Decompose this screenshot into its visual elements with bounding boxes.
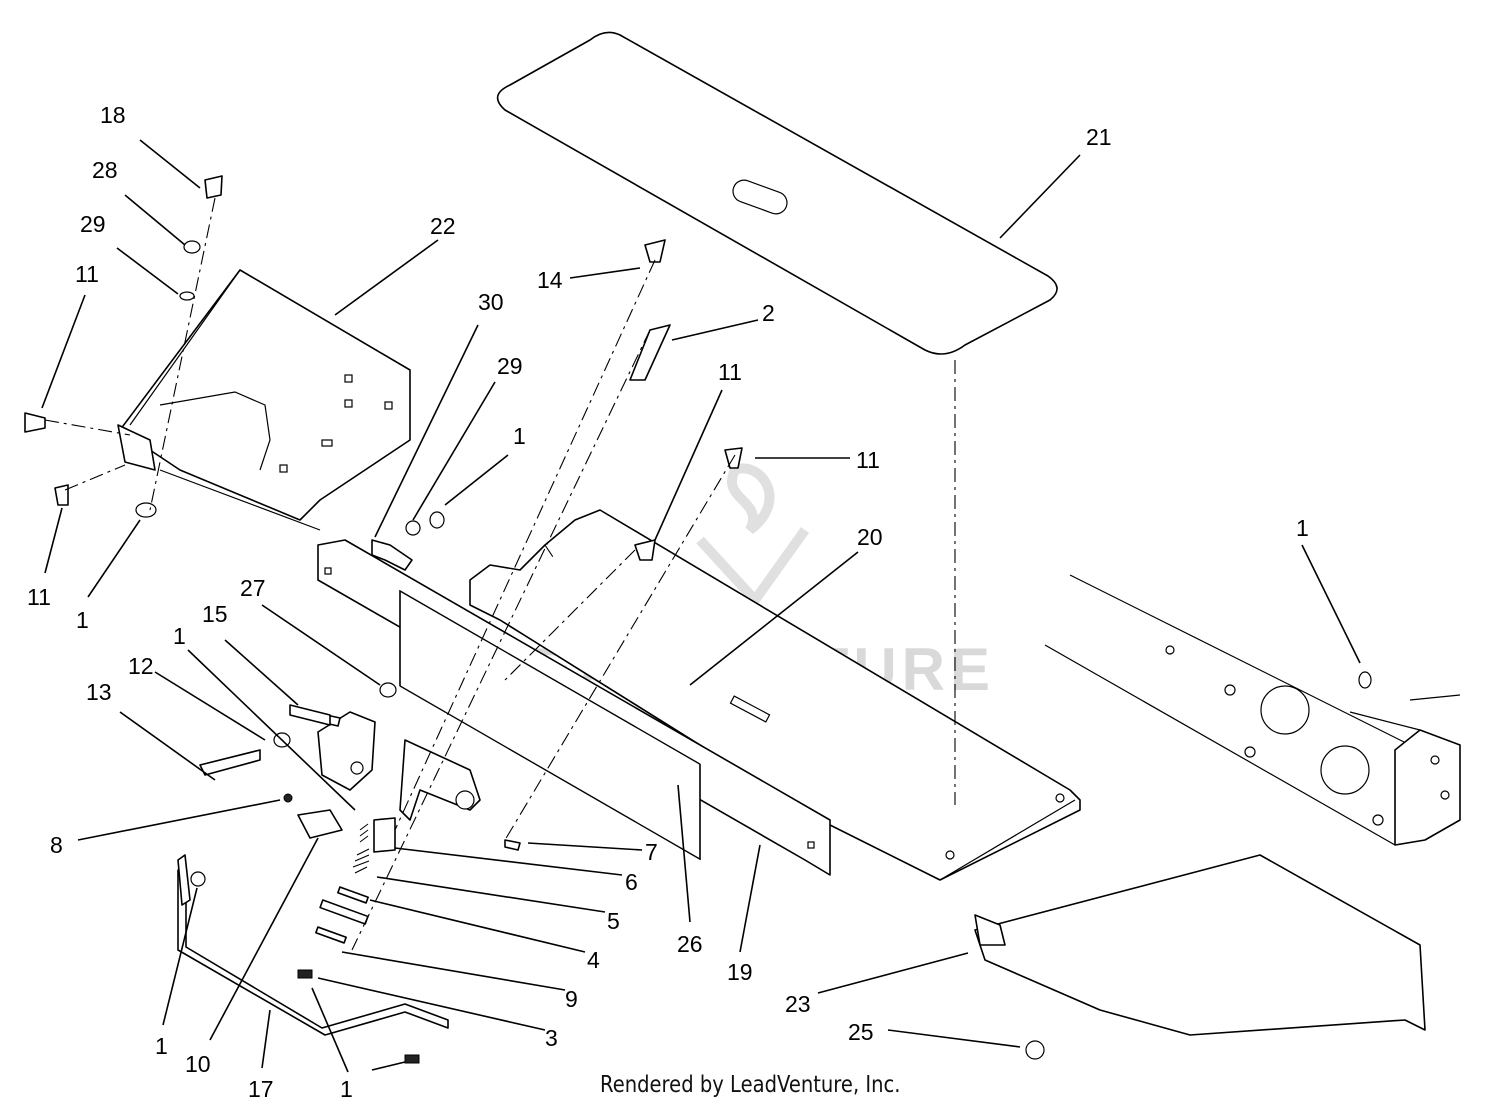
part-17-rod xyxy=(177,869,449,1036)
callout-29: 29 xyxy=(497,353,523,379)
callout-7: 7 xyxy=(645,839,658,865)
hardware xyxy=(24,175,1372,1060)
watermark-logo xyxy=(696,463,810,608)
callout-27: 27 xyxy=(240,575,266,601)
callout-1: 1 xyxy=(173,623,186,649)
callout-19: 19 xyxy=(727,959,753,985)
callout-11: 11 xyxy=(718,359,742,385)
callout-11: 11 xyxy=(75,261,99,287)
callout-20: 20 xyxy=(857,524,883,550)
callout-21: 21 xyxy=(1086,124,1112,150)
latch-assembly xyxy=(294,707,481,853)
callout-1: 1 xyxy=(1296,515,1309,541)
callout-labels: 18 28 29 11 11 1 22 30 29 1 14 2 21 11 1… xyxy=(27,102,1309,1102)
callout-11: 11 xyxy=(856,447,880,473)
callout-22: 22 xyxy=(430,213,456,239)
callout-1: 1 xyxy=(340,1076,353,1102)
callout-14: 14 xyxy=(537,267,563,293)
callout-9: 9 xyxy=(565,986,578,1012)
callout-10: 10 xyxy=(185,1051,211,1077)
assembly-centerlines xyxy=(44,197,956,951)
callout-8: 8 xyxy=(50,832,63,858)
callout-23: 23 xyxy=(785,991,811,1017)
callout-29: 29 xyxy=(80,211,106,237)
leader-lines xyxy=(41,139,1361,1073)
rod-clip xyxy=(177,854,191,906)
callout-11: 11 xyxy=(27,584,51,610)
callout-1: 1 xyxy=(513,423,526,449)
callout-1: 1 xyxy=(76,607,89,633)
callout-4: 4 xyxy=(587,947,600,973)
part-21-cover-plate xyxy=(496,31,1058,355)
callout-5: 5 xyxy=(607,908,620,934)
frame-rail xyxy=(1044,574,1461,846)
callout-6: 6 xyxy=(625,869,638,895)
callout-12: 12 xyxy=(128,653,154,679)
part-23-side-panel xyxy=(974,854,1426,1036)
credit-text: Rendered by LeadVenture, Inc. xyxy=(600,1072,901,1098)
callout-17: 17 xyxy=(248,1076,274,1102)
callout-26: 26 xyxy=(677,931,703,957)
callout-15: 15 xyxy=(202,601,228,627)
part-20-support-bracket xyxy=(469,509,1081,881)
callout-13: 13 xyxy=(86,679,112,705)
callout-25: 25 xyxy=(848,1019,874,1045)
part-22-left-cover xyxy=(117,269,411,531)
spring-stack xyxy=(297,848,420,1064)
part-19-front-plate xyxy=(317,539,831,876)
callout-3: 3 xyxy=(545,1025,558,1051)
part-30-clip xyxy=(371,539,413,571)
callout-30: 30 xyxy=(478,289,504,315)
callout-2: 2 xyxy=(762,300,775,326)
callout-18: 18 xyxy=(100,102,126,128)
callout-1: 1 xyxy=(155,1033,168,1059)
callout-28: 28 xyxy=(92,157,118,183)
